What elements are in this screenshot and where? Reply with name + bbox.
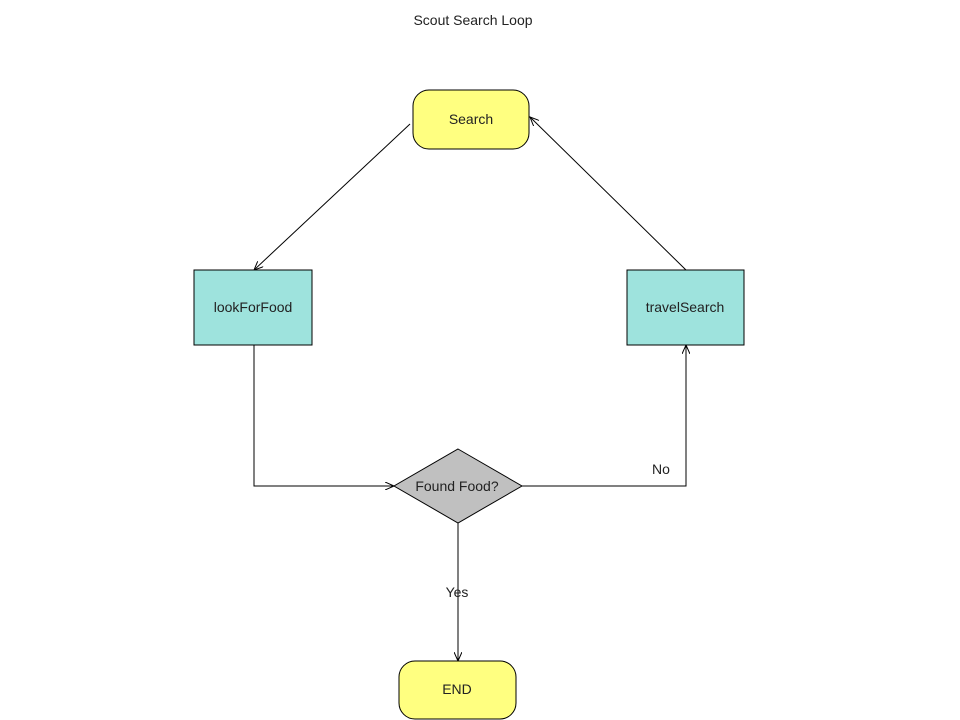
node-search-shape	[412, 89, 530, 150]
node-travelsearch-label: travelSearch	[646, 299, 725, 315]
edge-label-no: No	[652, 461, 670, 477]
node-foundfood: Found Food?	[393, 448, 523, 524]
node-search-label: Search	[449, 111, 493, 127]
node-foundfood-shape	[393, 448, 523, 524]
node-lookforfood: lookForFood	[193, 269, 313, 346]
node-foundfood-label: Found Food?	[415, 478, 498, 494]
edge-search-to-lookforfood	[254, 123, 411, 270]
edge-travelsearch-to-search	[530, 117, 687, 271]
node-travelsearch-shape	[626, 269, 745, 346]
edges	[254, 117, 686, 661]
diagram-title: Scout Search Loop	[413, 12, 532, 28]
node-end-shape	[398, 660, 517, 720]
edge-foundfood-to-travelsearch	[522, 345, 686, 487]
node-travelsearch: travelSearch	[626, 269, 745, 346]
edge-label-yes: Yes	[446, 584, 469, 600]
node-search: Search	[412, 89, 530, 150]
node-end: END	[398, 660, 517, 720]
node-lookforfood-shape	[193, 269, 313, 346]
edge-lookforfood-to-foundfood	[253, 345, 394, 486]
node-lookforfood-label: lookForFood	[214, 299, 293, 315]
node-end-label: END	[442, 681, 472, 697]
